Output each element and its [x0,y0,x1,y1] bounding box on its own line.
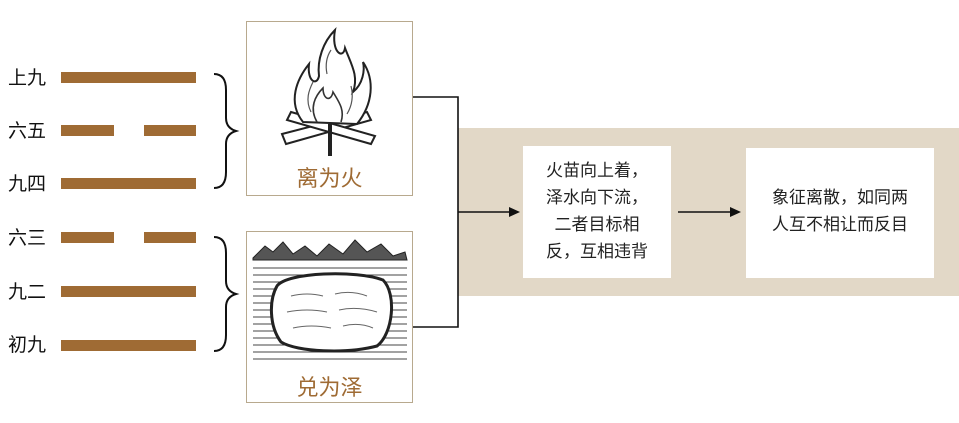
explanation-line-2: 泽水向下流， [546,188,648,208]
arrowhead-1-icon [509,207,520,217]
lower-trigram-panel: 兑为泽 [246,231,413,403]
lower-trigram-caption: 兑为泽 [296,376,363,401]
line-label-fourth: 九四 [8,173,47,195]
upper-brace-icon [213,73,240,189]
upper-connector-line [413,96,459,212]
fire-icon [280,27,377,156]
conclusion-line-1: 象征离散，如同两 [772,188,908,208]
lower-brace-icon [213,236,240,352]
lower-connector-line [413,212,459,328]
yang-line-fourth [61,178,196,189]
yin-line-fifth-left [61,125,114,136]
yang-line-first [61,340,196,351]
line-label-second: 九二 [8,281,47,303]
explanation-line-4: 反，互相违背 [546,242,648,262]
upper-trigram-panel: 离为火 [246,21,413,196]
yin-line-third-right [144,232,196,243]
line-label-third: 六三 [8,227,47,249]
line-label-top: 上九 [8,67,47,89]
explanation-box: 火苗向上着， 泽水向下流， 二者目标相 反，互相违背 [523,146,671,278]
arrowhead-2-icon [730,207,741,217]
yin-line-fifth-right [144,125,196,136]
line-label-fifth: 六五 [8,120,47,142]
line-label-first: 初九 [8,334,47,356]
yin-line-third-left [61,232,114,243]
conclusion-line-2: 人互不相让而反目 [772,215,908,235]
yang-line-top [61,72,196,83]
upper-trigram-caption: 离为火 [296,167,363,192]
lake-icon [252,239,408,360]
explanation-line-3: 二者目标相 [554,215,640,235]
explanation-line-1: 火苗向上着， [546,161,648,181]
yang-line-second [61,286,196,297]
conclusion-box: 象征离散，如同两 人互不相让而反目 [746,148,934,278]
